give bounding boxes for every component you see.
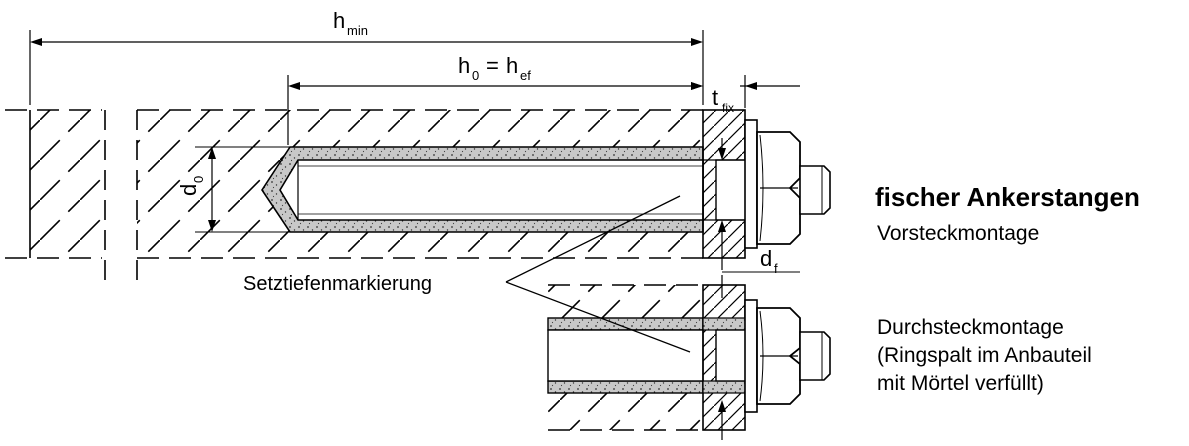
setting-depth-leaders: Setztiefenmarkierung	[243, 195, 691, 353]
dim-h-min-symbol: h	[333, 8, 345, 33]
dim-df: d f	[718, 138, 800, 440]
dim-t-fix-symbol: t	[712, 85, 718, 110]
product-labels: fischer Ankerstangen Vorsteckmontage Dur…	[875, 182, 1140, 395]
dim-df-symbol: d	[760, 246, 772, 271]
dim-df-subscript: f	[774, 261, 778, 276]
anchor-rod-upper	[279, 159, 704, 221]
dim-t-fix-subscript: fix	[722, 101, 734, 115]
dim-h-min-subscript: min	[347, 23, 368, 38]
variant-pre-positioned: Vorsteckmontage	[877, 222, 1039, 245]
concrete-base-left	[5, 109, 106, 283]
dim-h0-subscript: 0	[472, 68, 479, 83]
product-title: fischer Ankerstangen	[875, 182, 1140, 212]
dim-h0-symbol: h	[458, 53, 470, 78]
variant-push-through-line2: (Ringspalt im Anbauteil	[877, 344, 1092, 367]
setting-depth-label: Setztiefenmarkierung	[243, 273, 432, 295]
fixture-lower	[702, 284, 831, 431]
dim-d0-subscript: 0	[191, 176, 206, 183]
concrete-through-install	[547, 284, 704, 431]
dim-equals: =	[486, 53, 499, 78]
dim-hef-symbol: h	[506, 53, 518, 78]
dim-hef-subscript: ef	[520, 68, 531, 83]
variant-push-through-line1: Durchsteckmontage	[877, 316, 1064, 339]
variant-push-through-line3: mit Mörtel verfüllt)	[877, 372, 1044, 395]
fixture-upper	[702, 109, 831, 259]
dim-h0-hef: h 0 = h ef	[287, 53, 703, 145]
dim-t-fix: t fix	[691, 75, 800, 115]
dim-h-min: h min	[29, 8, 704, 105]
dim-d0: d 0	[176, 146, 290, 233]
dim-d0-symbol: d	[176, 184, 201, 196]
